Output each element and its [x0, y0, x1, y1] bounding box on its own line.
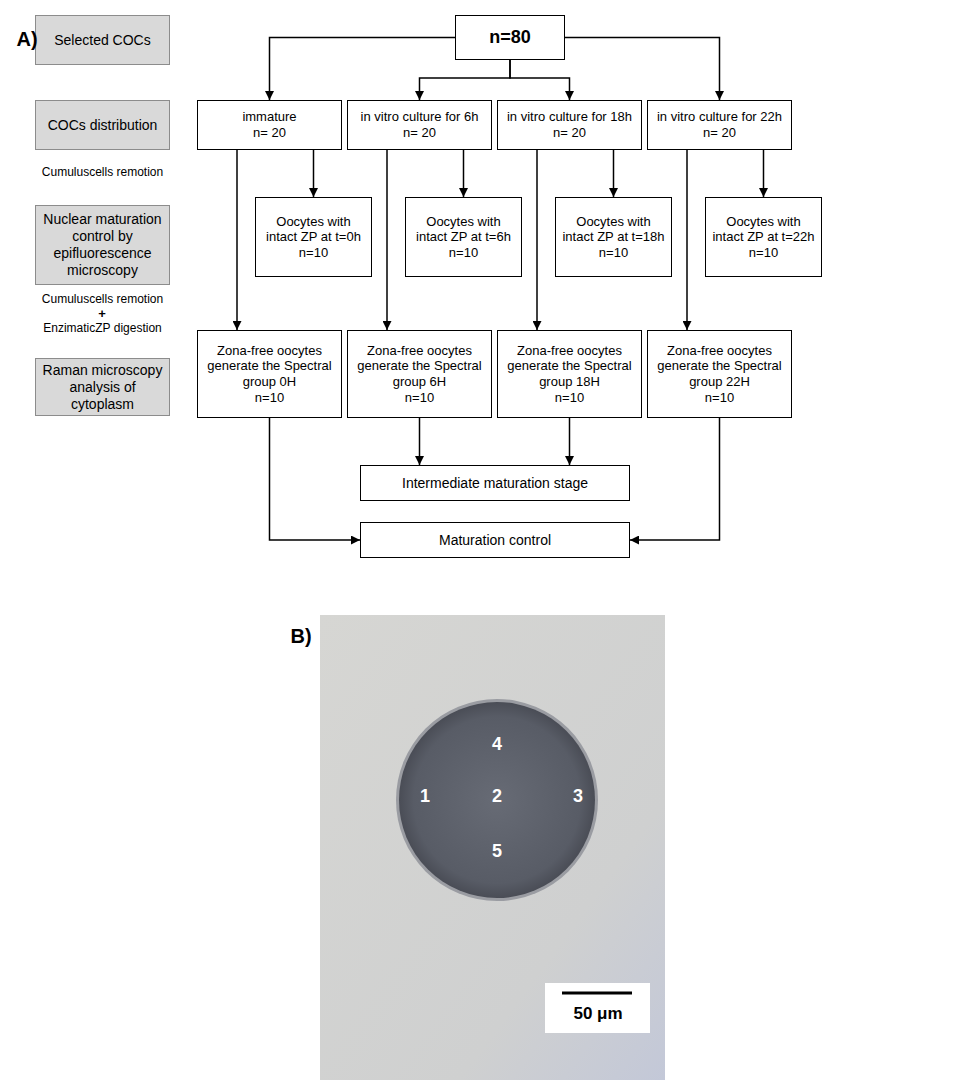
group-box: in vitro culture for 6hn= 20: [347, 100, 492, 150]
count-text: n= 20: [253, 125, 286, 141]
flow-arrow: [270, 418, 361, 540]
flow-arrow: [763, 150, 765, 197]
flow-arrow: [536, 150, 538, 330]
callout-number: 5: [487, 841, 507, 862]
step-note: Cumuluscells remotion: [25, 293, 180, 307]
callout-number: 2: [487, 786, 507, 807]
count-text: n=10: [555, 390, 584, 406]
count-text: n=10: [599, 245, 628, 261]
flow-arrow: [236, 150, 238, 330]
count-text: n=10: [749, 245, 778, 261]
group-box: in vitro culture for 18hn= 20: [497, 100, 642, 150]
flow-arrow: [686, 150, 688, 330]
group-box: in vitro culture for 22hn= 20: [647, 100, 792, 150]
count-text: n=10: [449, 245, 478, 261]
box-text: Intermediate maturation stage: [402, 475, 588, 492]
control-box: Oocytes with intact ZP at t=0hn=10: [255, 197, 372, 277]
spectral-group-box: Zona-free oocytes generate the Spectral …: [497, 330, 642, 418]
box-text: Nuclear maturation control by epifluores…: [40, 211, 165, 278]
control-box: Oocytes with intact ZP at t=22hn=10: [705, 197, 822, 277]
flow-arrow: [630, 418, 720, 540]
step-note: EnzimaticZP digestion: [25, 322, 180, 336]
spectral-group-box: Zona-free oocytes generate the Spectral …: [347, 330, 492, 418]
flow-arrow: [420, 60, 511, 100]
box-text: immature: [242, 109, 296, 125]
control-box: Oocytes with intact ZP at t=18hn=10: [555, 197, 672, 277]
count-text: n=10: [255, 390, 284, 406]
total-box: n=80: [455, 15, 565, 60]
box-text: Oocytes with intact ZP at t=18h: [560, 214, 667, 245]
box-text: in vitro culture for 6h: [361, 109, 479, 125]
flow-arrow: [565, 38, 720, 101]
box-text: Raman microscopy analysis of cytoplasm: [40, 362, 165, 412]
flow-arrow: [270, 38, 456, 101]
count-text: n= 20: [403, 125, 436, 141]
flow-arrow: [313, 150, 315, 197]
spectral-group-box: Zona-free oocytes generate the Spectral …: [197, 330, 342, 418]
micrograph-ground: [320, 615, 665, 1080]
oocyte-rim: [396, 699, 598, 901]
box-text: Maturation control: [439, 532, 551, 549]
step-note: +: [92, 307, 112, 322]
step-label-box: Selected COCs: [35, 15, 170, 65]
box-text: Oocytes with intact ZP at t=6h: [410, 214, 517, 245]
box-text: COCs distribution: [48, 117, 158, 134]
outcome-box: Maturation control: [360, 522, 630, 558]
box-text: Zona-free oocytes generate the Spectral …: [652, 343, 787, 390]
box-text: in vitro culture for 22h: [657, 109, 782, 125]
box-text: Zona-free oocytes generate the Spectral …: [352, 343, 487, 390]
outcome-box: Intermediate maturation stage: [360, 465, 630, 501]
step-label-box: Nuclear maturation control by epifluores…: [35, 205, 170, 285]
control-box: Oocytes with intact ZP at t=6hn=10: [405, 197, 522, 277]
box-text: Zona-free oocytes generate the Spectral …: [202, 343, 337, 390]
spectral-group-box: Zona-free oocytes generate the Spectral …: [647, 330, 792, 418]
scale-bar-panel: [545, 983, 650, 1033]
flow-arrow: [419, 418, 421, 465]
flow-arrow: [386, 150, 388, 330]
box-text: Zona-free oocytes generate the Spectral …: [502, 343, 637, 390]
flow-arrow: [613, 150, 615, 197]
group-box: immaturen= 20: [197, 100, 342, 150]
count-text: n=10: [705, 390, 734, 406]
flow-arrow: [569, 418, 571, 465]
box-text: in vitro culture for 18h: [507, 109, 632, 125]
box-text: Selected COCs: [54, 32, 150, 49]
flow-arrow: [510, 60, 570, 100]
scale-label: 50 μm: [548, 1004, 648, 1024]
count-text: n= 20: [553, 125, 586, 141]
step-label-box: Raman microscopy analysis of cytoplasm: [35, 358, 170, 416]
oocyte-cytoplasm: [399, 702, 595, 898]
count-text: n= 20: [703, 125, 736, 141]
callout-number: 4: [487, 734, 507, 755]
box-text: n=80: [489, 27, 531, 49]
callout-number: 3: [568, 786, 588, 807]
step-note: Cumuluscells remotion: [25, 166, 180, 180]
flow-arrow: [463, 150, 465, 197]
count-text: n=10: [299, 245, 328, 261]
panel-letter: B): [286, 625, 316, 648]
scale-bar: [562, 992, 632, 995]
box-text: Oocytes with intact ZP at t=0h: [260, 214, 367, 245]
panel-letter: A): [12, 28, 42, 51]
box-text: Oocytes with intact ZP at t=22h: [710, 214, 817, 245]
count-text: n=10: [405, 390, 434, 406]
callout-number: 1: [415, 786, 435, 807]
step-label-box: COCs distribution: [35, 100, 170, 150]
